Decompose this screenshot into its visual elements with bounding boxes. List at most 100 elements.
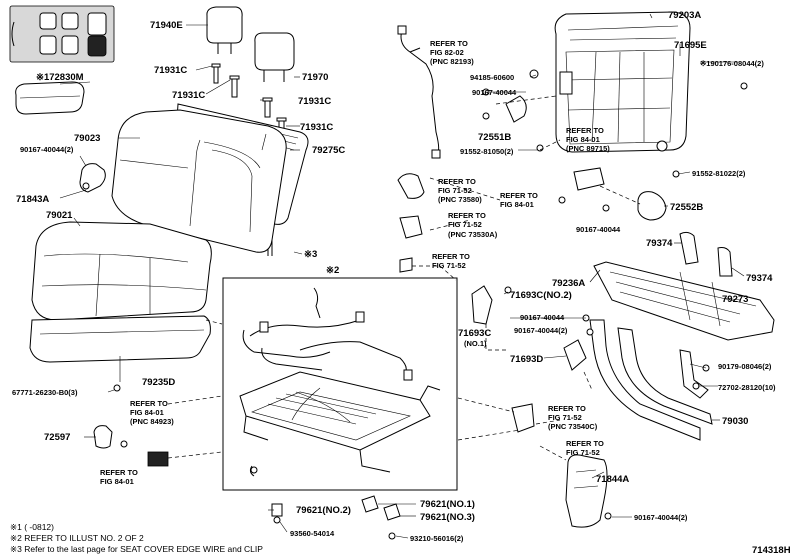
label-71970: 71970	[302, 72, 328, 83]
svg-text:REFER TO: REFER TO	[130, 399, 168, 408]
refer-fig-71-52-a: REFER TO FIG 71-52 (PNC 73580)	[438, 177, 482, 204]
headrest-left	[206, 6, 243, 54]
label-72702: 72702-28120(10)	[718, 383, 776, 392]
side-cover	[565, 454, 608, 528]
footnote-1: ※1 ( -0812)	[10, 522, 54, 532]
figure-id: 714318H	[752, 545, 791, 556]
refer-fig-82-02: REFER TO FIG 82-02 (PNC 82193)	[430, 39, 474, 66]
label-79023: 79023	[74, 133, 100, 144]
label-71693c-no2: 71693C(NO.2)	[510, 290, 572, 301]
svg-text:FIG 71-52: FIG 71-52	[566, 448, 600, 457]
refer-fig-71-52-b: REFER TO FIG 71-52 (PNC 73530A)	[448, 211, 498, 239]
label-71843a: 71843A	[16, 194, 49, 205]
svg-text:(PNC 73540C): (PNC 73540C)	[548, 422, 598, 431]
label-90167-2e: 90167-40044(2)	[514, 326, 568, 335]
cushion-frame	[593, 231, 775, 341]
refer-fig-84-01-a: REFER TO FIG 84-01 (PNC 89715)	[566, 126, 610, 153]
label-90167-2f: 90167-40044(2)	[634, 513, 688, 522]
part-labels: 71940E ※172830M 71931C 71970 71931C 7193…	[12, 10, 776, 543]
label-67771: 67771-26230-B0(3)	[12, 388, 78, 397]
frame-assembly-box	[222, 277, 458, 491]
svg-text:FIG 71-52: FIG 71-52	[438, 186, 472, 195]
label-91552-2: 91552-81050(2)	[460, 147, 514, 156]
lower-left-parts	[93, 425, 612, 540]
footnote-3: ※3 Refer to the last page for SEAT COVER…	[10, 544, 263, 554]
label-90167-2a: 90167-40044(2)	[20, 145, 74, 154]
label-72551b: 72551B	[478, 132, 511, 143]
label-172830m: ※172830M	[36, 72, 84, 83]
footnote-2: ※2 REFER TO ILLUST NO. 2 OF 2	[10, 533, 144, 543]
label-71940e: 71940E	[150, 20, 183, 31]
refer-blocks: REFER TO FIG 82-02 (PNC 82193) REFER TO …	[100, 39, 610, 486]
svg-text:FIG 84-01: FIG 84-01	[500, 200, 534, 209]
svg-text:FIG 71-52: FIG 71-52	[448, 220, 482, 229]
svg-text:(PNC 73530A): (PNC 73530A)	[448, 230, 498, 239]
svg-text:REFER TO: REFER TO	[566, 439, 604, 448]
label-90179: 90179-08046(2)	[718, 362, 772, 371]
label-79235d: 79235D	[142, 377, 175, 388]
label-71931c-d: 71931C	[300, 122, 333, 133]
svg-text:REFER TO: REFER TO	[566, 126, 604, 135]
svg-text:FIG 84-01: FIG 84-01	[100, 477, 134, 486]
label-71693c-no1: (NO.1)	[464, 339, 487, 348]
label-79621-no3: 79621(NO.3)	[420, 512, 475, 523]
label-90167-d: 90167-40044	[520, 313, 565, 322]
label-94185: 94185-60600	[470, 73, 514, 82]
svg-text:REFER TO: REFER TO	[100, 468, 138, 477]
label-90167-b: 90167-40044	[472, 88, 517, 97]
refer-fig-71-52-d: REFER TO FIG 71-52 (PNC 73540C)	[548, 404, 598, 431]
dashed-connectors	[167, 95, 641, 461]
svg-text:REFER TO: REFER TO	[432, 252, 470, 261]
label-79236a: 79236A	[552, 278, 585, 289]
refer-fig-71-52-e: REFER TO FIG 71-52	[566, 439, 604, 457]
leader-lines	[59, 13, 745, 539]
label-72552b: 72552B	[670, 202, 703, 213]
center-brackets	[397, 69, 610, 273]
label-71693c: 71693C	[458, 328, 491, 339]
belt-buckle-right	[511, 403, 535, 433]
svg-text:REFER TO: REFER TO	[448, 211, 486, 220]
label-79275c: 79275C	[312, 145, 345, 156]
label-79621-no1: 79621(NO.1)	[420, 499, 475, 510]
label-79621-no2: 79621(NO.2)	[296, 505, 351, 516]
armrest	[15, 81, 85, 115]
svg-text:(PNC 73580): (PNC 73580)	[438, 195, 482, 204]
label-71931c-c: 71931C	[298, 96, 331, 107]
headrest-right	[254, 32, 295, 82]
label-71695e: 71695E	[674, 40, 707, 51]
slide-rails	[589, 319, 713, 441]
refer-fig-84-01-c: REFER TO FIG 84-01 (PNC 84923)	[130, 399, 174, 426]
svg-text:REFER TO: REFER TO	[500, 191, 538, 200]
seat-cushion-base	[29, 315, 211, 363]
label-93210: 93210-56016(2)	[410, 534, 464, 543]
svg-text:(PNC 84923): (PNC 84923)	[130, 417, 174, 426]
label-71931c-b: 71931C	[172, 90, 205, 101]
svg-text:REFER TO: REFER TO	[438, 177, 476, 186]
refer-fig-84-01-b: REFER TO FIG 84-01	[500, 191, 538, 209]
svg-text:FIG 71-52: FIG 71-52	[548, 413, 582, 422]
label-79021: 79021	[46, 210, 73, 221]
svg-text:FIG 84-01: FIG 84-01	[130, 408, 164, 417]
small-parts-left	[79, 163, 121, 392]
label-79273: 79273	[722, 294, 748, 305]
svg-text:FIG 82-02: FIG 82-02	[430, 48, 464, 57]
svg-text:FIG 84-01: FIG 84-01	[566, 135, 600, 144]
refer-fig-84-01-d: REFER TO FIG 84-01	[100, 468, 138, 486]
label-79374a: 79374	[646, 238, 673, 249]
label-71693d: 71693D	[510, 354, 543, 365]
svg-text:REFER TO: REFER TO	[548, 404, 586, 413]
svg-text:(PNC 82193): (PNC 82193)	[430, 57, 474, 66]
hinge-cover	[637, 191, 667, 221]
label-2mark: ※2	[326, 265, 339, 276]
label-79203a: 79203A	[668, 10, 701, 21]
footnotes: ※1 ( -0812) ※2 REFER TO ILLUST NO. 2 OF …	[10, 522, 791, 556]
label-71931c-a: 71931C	[154, 65, 187, 76]
svg-text:(PNC 89715): (PNC 89715)	[566, 144, 610, 153]
label-3mark: ※3	[304, 249, 317, 260]
refer-fig-71-52-c: REFER TO FIG 71-52	[432, 252, 470, 270]
label-93560: 93560-54014	[290, 529, 335, 538]
seat-position-icon	[9, 5, 115, 63]
seat-back-frame	[554, 11, 748, 178]
label-71844a: 71844A	[596, 474, 629, 485]
